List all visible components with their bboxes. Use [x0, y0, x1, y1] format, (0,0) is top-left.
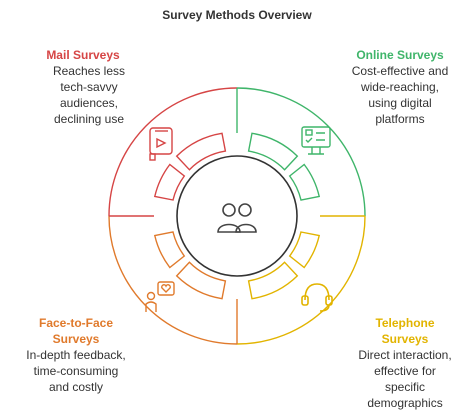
tel-heading-line: Surveys	[381, 332, 429, 346]
mail-desc-line: tech-savvy	[60, 80, 118, 94]
tel-desc-line: specific	[384, 380, 425, 394]
tel-desc-line: demographics	[367, 396, 443, 410]
face-heading-line: Surveys	[52, 332, 100, 346]
mail-desc-line: audiences,	[59, 96, 119, 110]
online-desc-line: wide-reaching,	[360, 80, 440, 94]
online-desc-line: platforms	[375, 112, 425, 126]
mail-surveys-description: Reaches less tech-savvy audiences, decli…	[8, 63, 158, 127]
telephone-outer-arc	[236, 215, 366, 345]
mail-inner-segment-2	[153, 163, 186, 201]
computer-checklist-icon	[301, 126, 331, 155]
online-surveys-heading: Online Surveys	[356, 48, 444, 62]
face-desc-line: and costly	[48, 380, 104, 394]
tel-desc-line: Direct interaction,	[358, 348, 452, 362]
face-inner-segment	[175, 261, 227, 300]
face-outer-arc	[108, 215, 238, 345]
telephone-surveys-label: Telephone Surveys Direct interaction, ef…	[340, 315, 470, 411]
person-heart-icon	[145, 281, 175, 312]
online-surveys-label: Online Surveys Cost-effective and wide-r…	[330, 47, 470, 127]
telephone-heading: Telephone Surveys	[340, 315, 470, 347]
online-desc-line: Cost-effective and	[351, 64, 449, 78]
telephone-inner-segment	[288, 231, 321, 269]
mail-desc-line: Reaches less	[52, 64, 126, 78]
online-outer-arc	[236, 87, 366, 217]
mail-inner-segment	[175, 132, 227, 171]
face-inner-segment-2	[153, 231, 186, 269]
face-heading-line: Face-to-Face	[38, 316, 114, 330]
mail-desc-line: declining use	[53, 112, 125, 126]
telephone-inner-segment-2	[247, 261, 299, 300]
face-to-face-heading: Face-to-Face Surveys	[6, 315, 146, 347]
mail-surveys-heading: Mail Surveys	[46, 48, 120, 62]
headset-icon	[301, 283, 333, 312]
mail-outer-arc	[108, 87, 238, 217]
face-desc-line: In-depth feedback,	[26, 348, 126, 362]
tel-desc-line: effective for	[374, 364, 436, 378]
online-desc-line: using digital	[368, 96, 432, 110]
mail-surveys-label: Mail Surveys Reaches less tech-savvy aud…	[8, 47, 158, 127]
diagram-title: Survey Methods Overview	[162, 8, 312, 22]
center-circle	[176, 155, 298, 277]
mailbox-icon	[149, 127, 173, 161]
face-to-face-surveys-label: Face-to-Face Surveys In-depth feedback, …	[6, 315, 146, 395]
online-inner-segment-2	[288, 163, 321, 201]
tel-heading-line: Telephone	[375, 316, 435, 330]
face-desc-line: time-consuming	[33, 364, 119, 378]
online-inner-segment	[247, 132, 299, 171]
people-icon	[217, 203, 257, 233]
